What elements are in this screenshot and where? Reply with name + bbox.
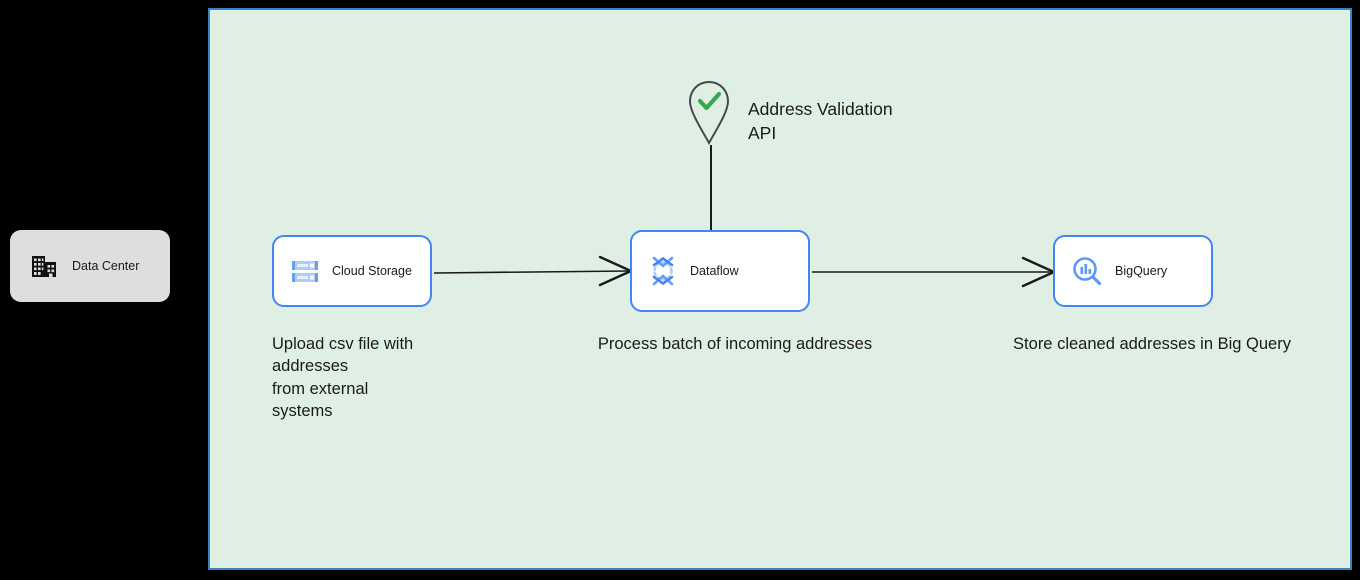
node-dataflow[interactable]: Dataflow (630, 230, 810, 312)
dataflow-icon (648, 255, 678, 287)
data-center-icon (30, 252, 58, 280)
node-bigquery-label: BigQuery (1115, 264, 1168, 278)
caption-store: Store cleaned addresses in Big Query (1013, 335, 1291, 353)
bigquery-icon (1071, 255, 1103, 287)
edge-dataflow-to-bigquery (812, 256, 1057, 288)
node-data-center[interactable]: Data Center (10, 230, 170, 302)
cloud-storage-icon (290, 256, 320, 286)
node-address-validation-api[interactable]: Address Validation API (688, 80, 893, 151)
node-data-center-label: Data Center (72, 259, 140, 273)
node-dataflow-label: Dataflow (690, 264, 739, 278)
map-pin-check-icon (688, 80, 730, 151)
node-bigquery[interactable]: BigQuery (1053, 235, 1213, 307)
caption-upload: Upload csv file with addresses from exte… (272, 335, 414, 420)
node-cloud-storage-label: Cloud Storage (332, 264, 412, 278)
node-address-validation-api-label: Address Validation API (748, 99, 893, 143)
caption-process: Process batch of incoming addresses (597, 335, 873, 353)
node-cloud-storage[interactable]: Cloud Storage (272, 235, 432, 307)
gcp-project-boundary: Address Validation API Cloud Storage (208, 8, 1352, 570)
edge-cloudstorage-to-dataflow (433, 255, 634, 287)
